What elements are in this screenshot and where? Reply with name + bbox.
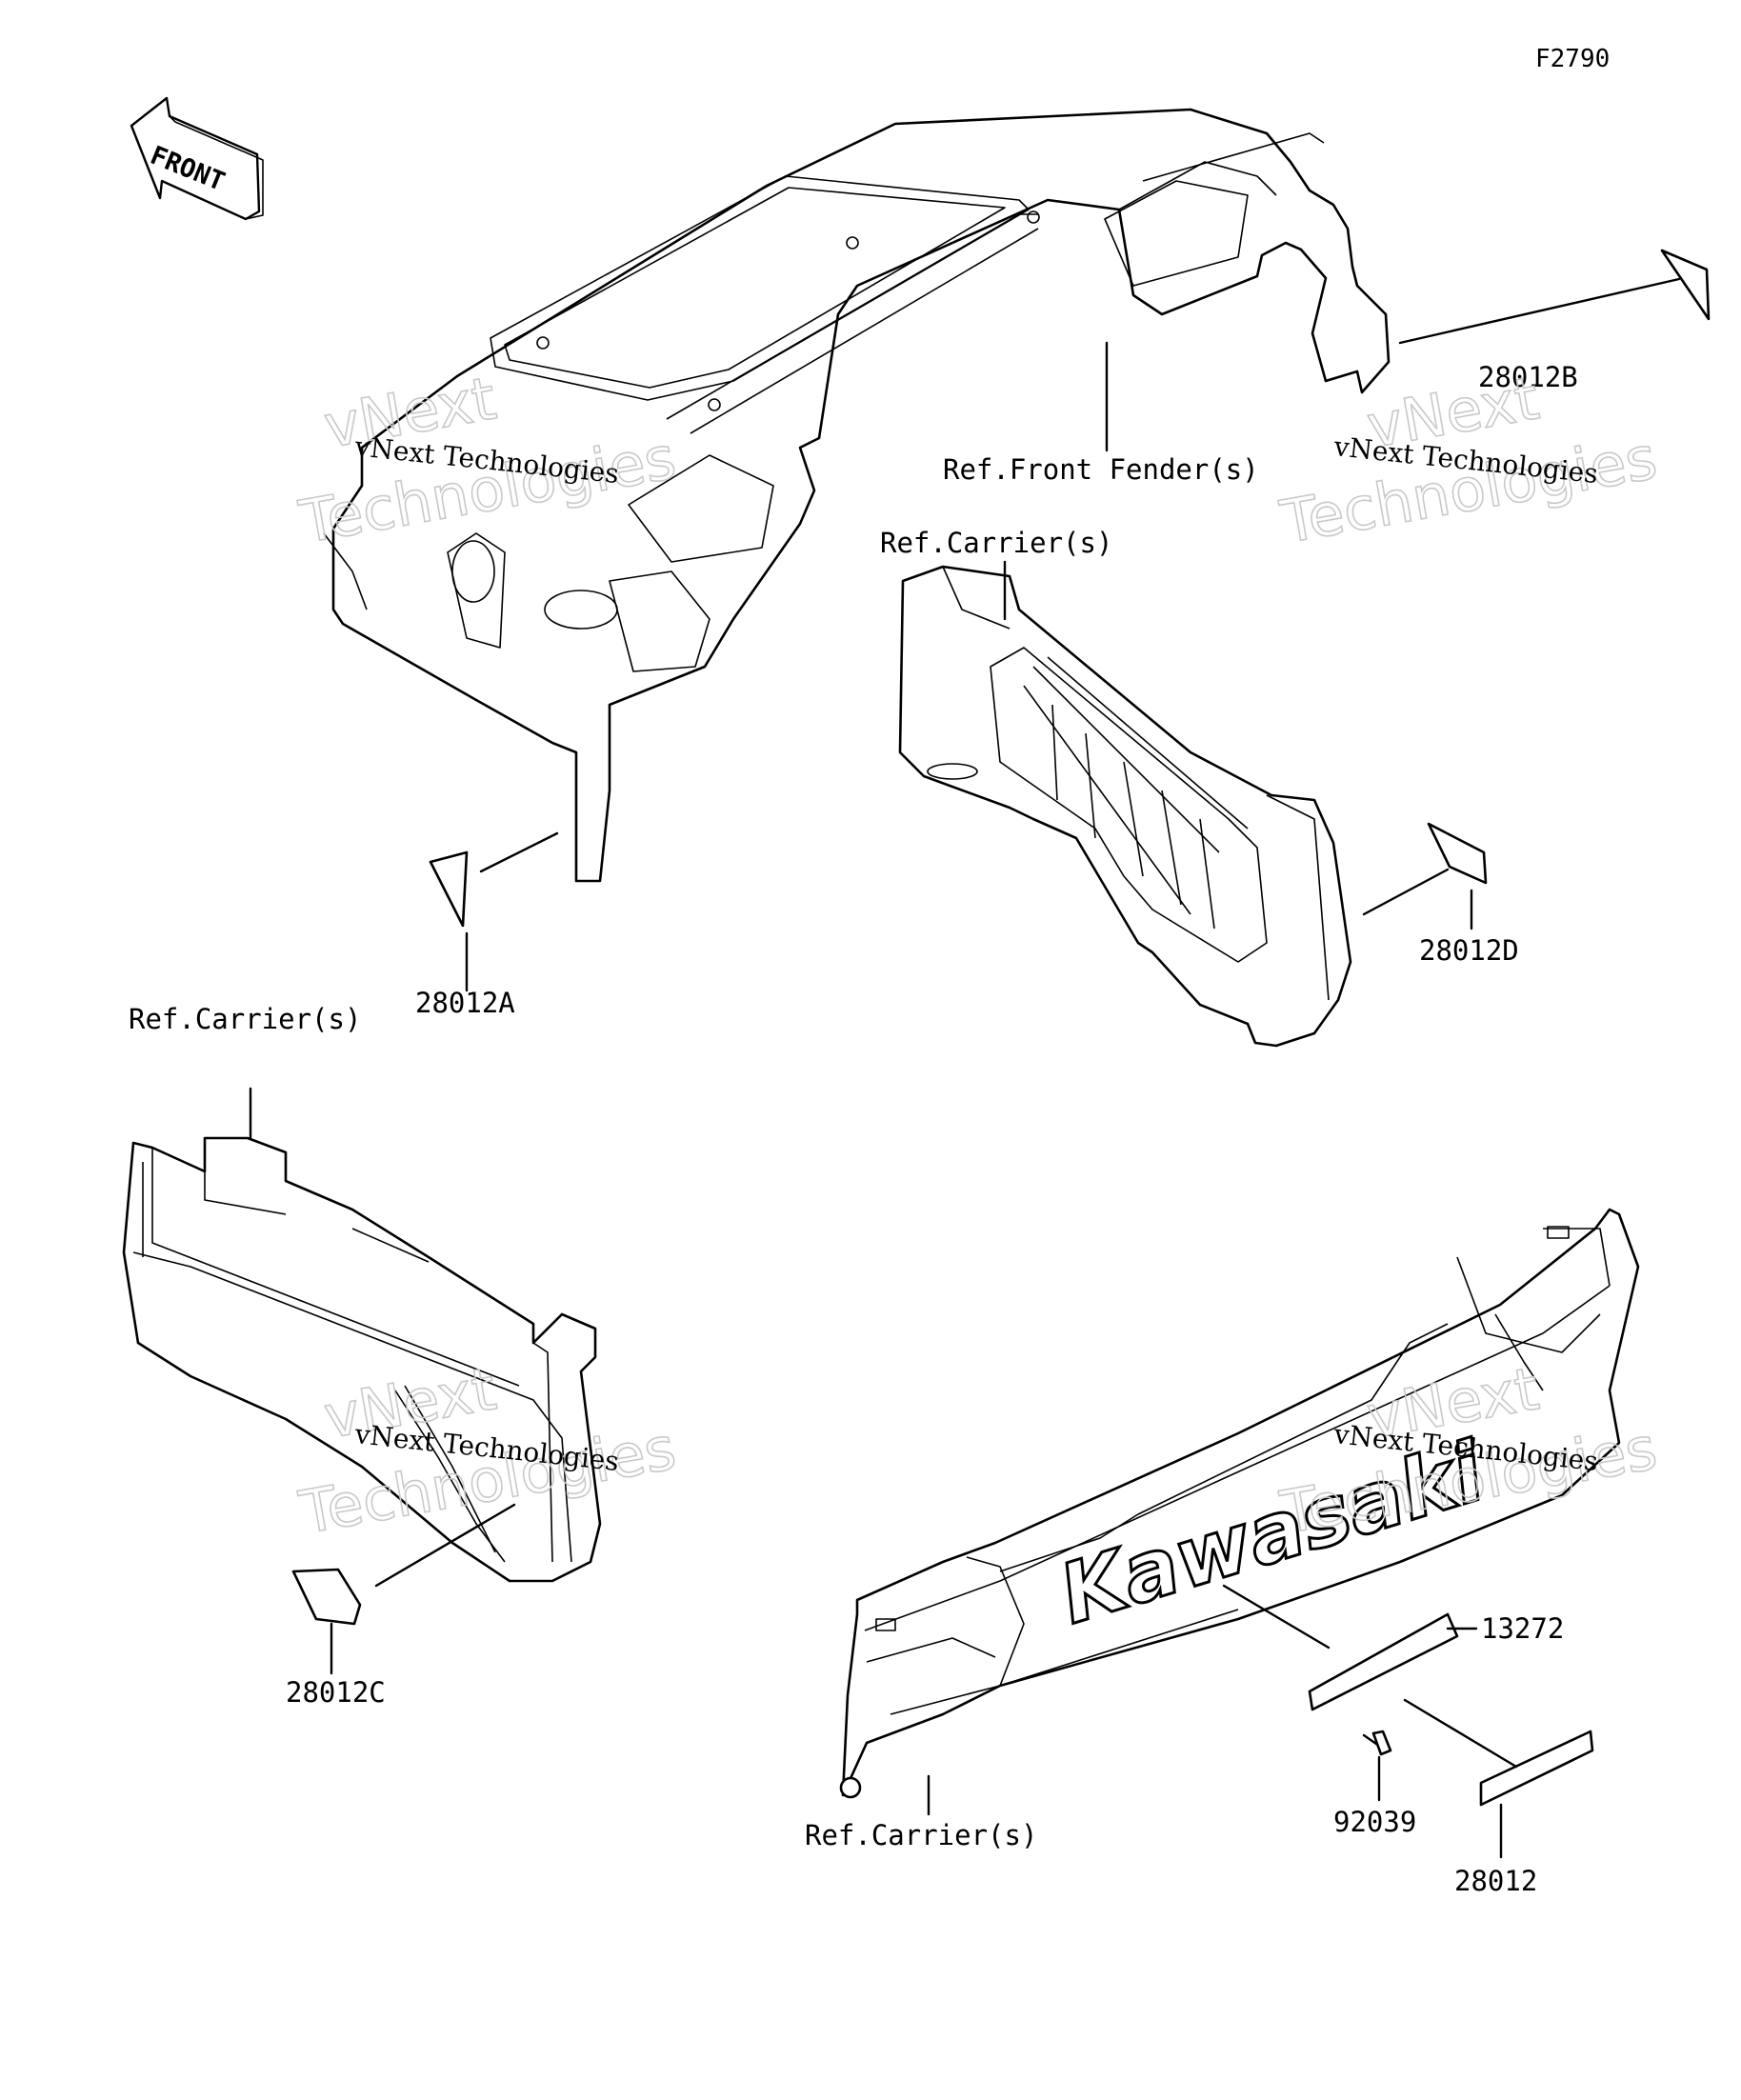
carrier-right-ref: Ref.Carrier(s): [880, 527, 1112, 559]
watermark-top-right: vNext Technologies vNext Technologies: [1274, 363, 1662, 558]
side-carrier-right: [898, 565, 1352, 1048]
carrier-left-ref: Ref.Carrier(s): [129, 1003, 361, 1035]
front-fender-part: [323, 108, 1391, 883]
leader-28012C: [374, 1503, 516, 1588]
decal-28012D: [1427, 822, 1488, 885]
part-13272: 13272: [1481, 1612, 1564, 1645]
decal-28012A: [429, 850, 469, 928]
leader-28012D: [1362, 868, 1450, 916]
decal-28012C: [291, 1568, 362, 1626]
part-28012D: 28012D: [1419, 934, 1519, 967]
part-28012B: 28012B: [1478, 361, 1578, 393]
decal-28012: [1479, 1730, 1594, 1807]
emblem-13272: [1308, 1612, 1459, 1711]
front-label: FRONT: [146, 141, 229, 197]
fastener-92039: [1362, 1730, 1392, 1756]
decal-28012B: [1660, 249, 1711, 321]
leader-28012B: [1398, 277, 1681, 345]
leader-28012A: [479, 831, 559, 873]
carrier-rear-ref: Ref.Carrier(s): [805, 1819, 1037, 1851]
leader-13272-in: [1222, 1584, 1331, 1650]
figure-id: F2790: [1535, 45, 1610, 73]
part-28012: 28012: [1454, 1865, 1537, 1897]
part-28012C: 28012C: [286, 1676, 386, 1709]
part-28012A: 28012A: [415, 987, 515, 1019]
front-fender-ref: Ref.Front Fender(s): [943, 453, 1259, 486]
leader-28012-in: [1403, 1698, 1518, 1769]
part-92039: 92039: [1333, 1806, 1416, 1838]
front-direction-arrow: FRONT: [130, 96, 264, 221]
